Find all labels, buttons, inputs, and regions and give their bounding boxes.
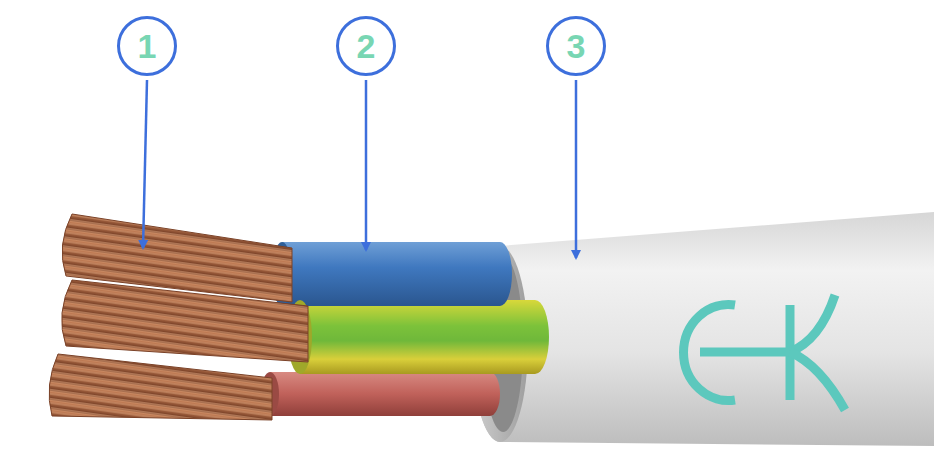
callout-circle: 1 (117, 16, 177, 76)
leader-arrow (575, 80, 578, 258)
callout-circle: 2 (336, 16, 396, 76)
red-insulation (270, 372, 500, 416)
callout-number: 1 (138, 29, 157, 63)
earth-insulation (300, 300, 549, 374)
brand-logo (684, 295, 845, 410)
callout-number: 2 (357, 29, 376, 63)
leader-arrow (365, 80, 368, 250)
callout-number: 3 (567, 29, 586, 63)
copper-conductor (49, 354, 272, 420)
leader-arrow (143, 80, 147, 248)
blue-insulation (282, 242, 512, 306)
copper-conductor (62, 280, 308, 362)
callout-circle: 3 (546, 16, 606, 76)
